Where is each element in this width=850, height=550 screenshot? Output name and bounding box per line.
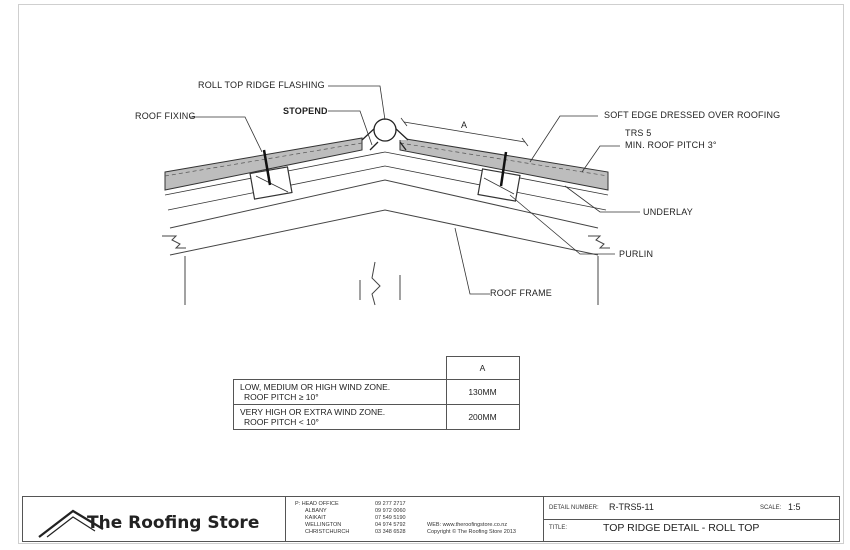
label-trs5: TRS 5 [625, 128, 652, 138]
dimension-a [400, 117, 529, 147]
title-block: The Roofing Store P: HEAD OFFICE ALBANY … [22, 496, 840, 542]
brand-name: The Roofing Store [87, 513, 260, 533]
label-dimension-a: A [461, 120, 468, 130]
table-cell-value: 200MM [445, 404, 520, 430]
table-cell-condition: VERY HIGH OR EXTRA WIND ZONE. ROOF PITCH… [233, 404, 447, 430]
title-label: TITLE: [549, 525, 568, 531]
drawing-title: TOP RIDGE DETAIL - ROLL TOP [603, 522, 760, 534]
underlay-line [164, 151, 609, 211]
detail-number: R-TRS5-11 [609, 502, 654, 512]
roof-fixings [262, 149, 508, 187]
leader-lines [190, 85, 640, 295]
purlins [249, 166, 521, 202]
roof-logo-icon [38, 509, 104, 538]
table-header-row: A [234, 356, 520, 380]
roof-frame [169, 179, 599, 306]
phone-list: 09 277 2717 09 972 0060 07 549 5190 04 9… [375, 501, 406, 535]
label-purlin: PURLIN [619, 249, 654, 259]
table-row: VERY HIGH OR EXTRA WIND ZONE. ROOF PITCH… [233, 404, 520, 430]
web-and-copyright: WEB: www.theroofingstore.co.nz Copyright… [427, 522, 516, 535]
table-cell-condition: LOW, MEDIUM OR HIGH WIND ZONE. ROOF PITC… [233, 379, 447, 405]
label-stopend: STOPEND [283, 106, 328, 116]
label-roof-frame: ROOF FRAME [490, 288, 552, 298]
label-min-roof-pitch: MIN. ROOF PITCH 3° [625, 140, 717, 150]
detail-number-label: DETAIL NUMBER: [549, 505, 599, 511]
table-header-a: A [445, 356, 520, 380]
label-soft-edge: SOFT EDGE DRESSED OVER ROOFING [604, 110, 781, 120]
label-underlay: UNDERLAY [643, 207, 693, 217]
label-roll-top-ridge-flashing: ROLL TOP RIDGE FLASHING [198, 80, 325, 90]
table-row: LOW, MEDIUM OR HIGH WIND ZONE. ROOF PITC… [233, 379, 520, 405]
roll-top-flashing [361, 118, 409, 151]
scale-value: 1:5 [788, 502, 801, 512]
label-roof-fixing: ROOF FIXING [135, 111, 196, 121]
scale-label: SCALE: [760, 505, 782, 511]
drawing-frame [18, 4, 844, 544]
wind-zone-table: A LOW, MEDIUM OR HIGH WIND ZONE. ROOF PI… [233, 356, 520, 430]
break-marks [162, 235, 610, 249]
table-cell-value: 130MM [445, 379, 520, 405]
office-list: P: HEAD OFFICE ALBANY KAIKAIT WELLINGTON… [295, 501, 350, 535]
